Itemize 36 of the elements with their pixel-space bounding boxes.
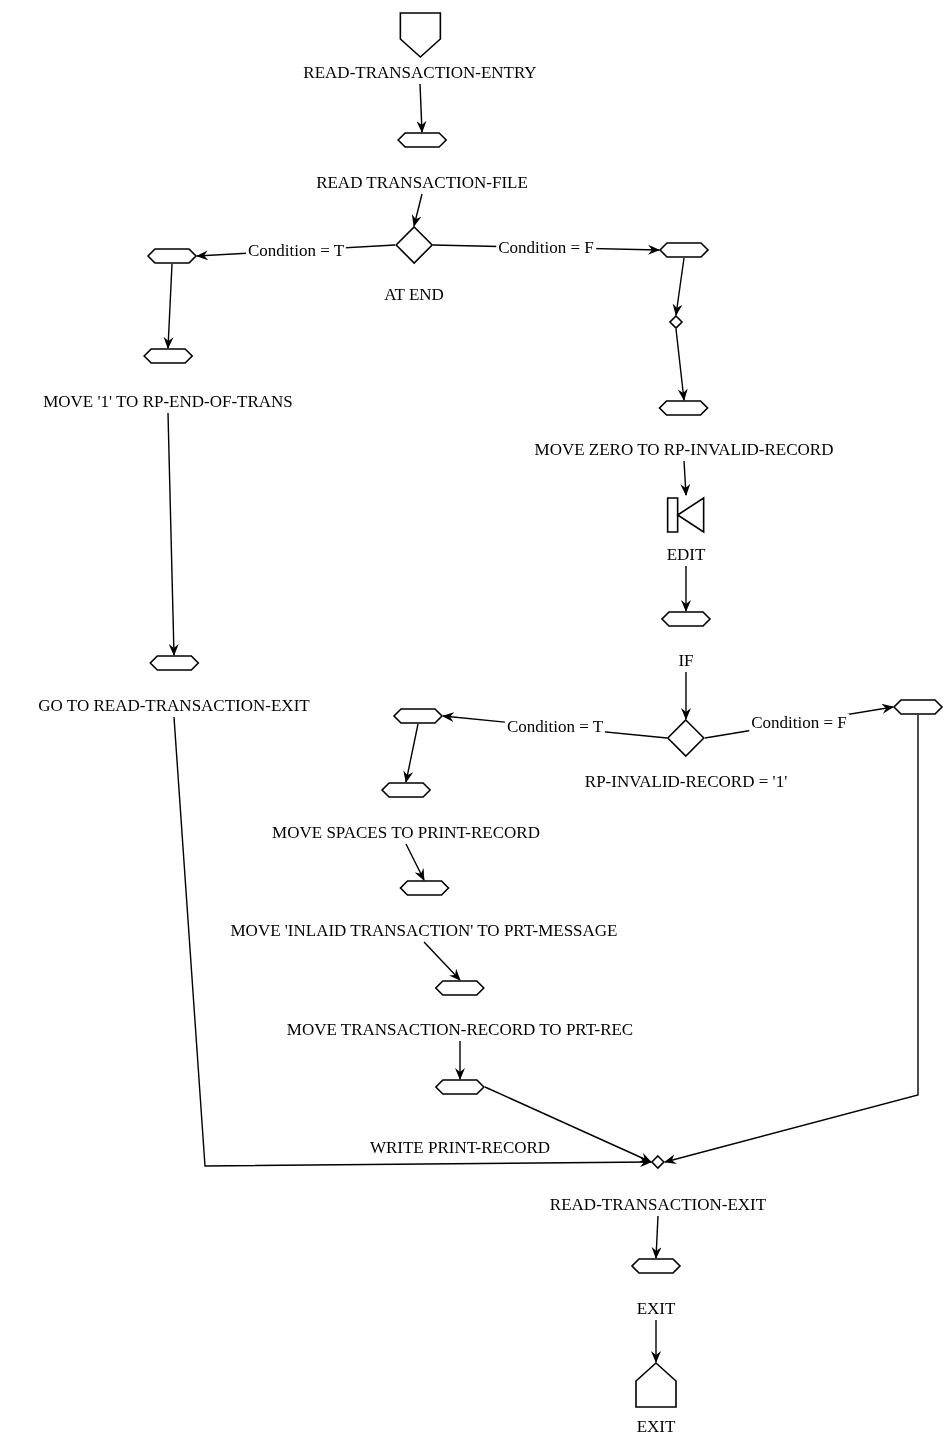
step-label: IF	[678, 651, 694, 671]
step-label: READ TRANSACTION-FILE	[316, 173, 528, 193]
step-label: MOVE ZERO TO RP-INVALID-RECORD	[534, 440, 834, 460]
arrow	[675, 328, 688, 401]
arrow	[455, 1040, 465, 1080]
step-label: MOVE TRANSACTION-RECORD TO PRT-REC	[286, 1020, 634, 1040]
step-label: READ-TRANSACTION-ENTRY	[303, 63, 537, 83]
arrow	[423, 941, 461, 981]
arrow	[167, 412, 179, 656]
arrow	[403, 723, 419, 783]
arrow	[664, 714, 919, 1164]
step-label: RP-INVALID-RECORD = '1'	[584, 772, 788, 792]
arrow	[680, 460, 691, 496]
step-label: MOVE 'INLAID TRANSACTION' TO PRT-MESSAGE	[230, 921, 618, 941]
step-label: READ-TRANSACTION-EXIT	[549, 1195, 767, 1215]
arrow	[681, 565, 691, 612]
arrow	[405, 843, 425, 881]
arrow	[411, 193, 423, 227]
edge-label: Condition = T	[504, 718, 606, 736]
step-label: WRITE PRINT-RECORD	[369, 1138, 551, 1158]
step-label: EXIT	[636, 1299, 676, 1319]
arrow	[672, 257, 685, 316]
arrow	[651, 1319, 661, 1363]
arrow	[163, 263, 174, 349]
step-label: EDIT	[666, 545, 706, 565]
step-label: MOVE '1' TO RP-END-OF-TRANS	[43, 392, 293, 412]
step-label: MOVE SPACES TO PRINT-RECORD	[272, 823, 540, 843]
arrow	[484, 1086, 652, 1163]
step-label: GO TO READ-TRANSACTION-EXIT	[38, 696, 310, 716]
arrow	[651, 1215, 662, 1259]
arrow	[416, 83, 427, 133]
step-label: AT END	[384, 285, 444, 305]
step-label: EXIT	[636, 1417, 676, 1437]
edge-label: Condition = F	[749, 713, 849, 732]
arrow	[681, 671, 691, 720]
arrow	[173, 716, 652, 1168]
